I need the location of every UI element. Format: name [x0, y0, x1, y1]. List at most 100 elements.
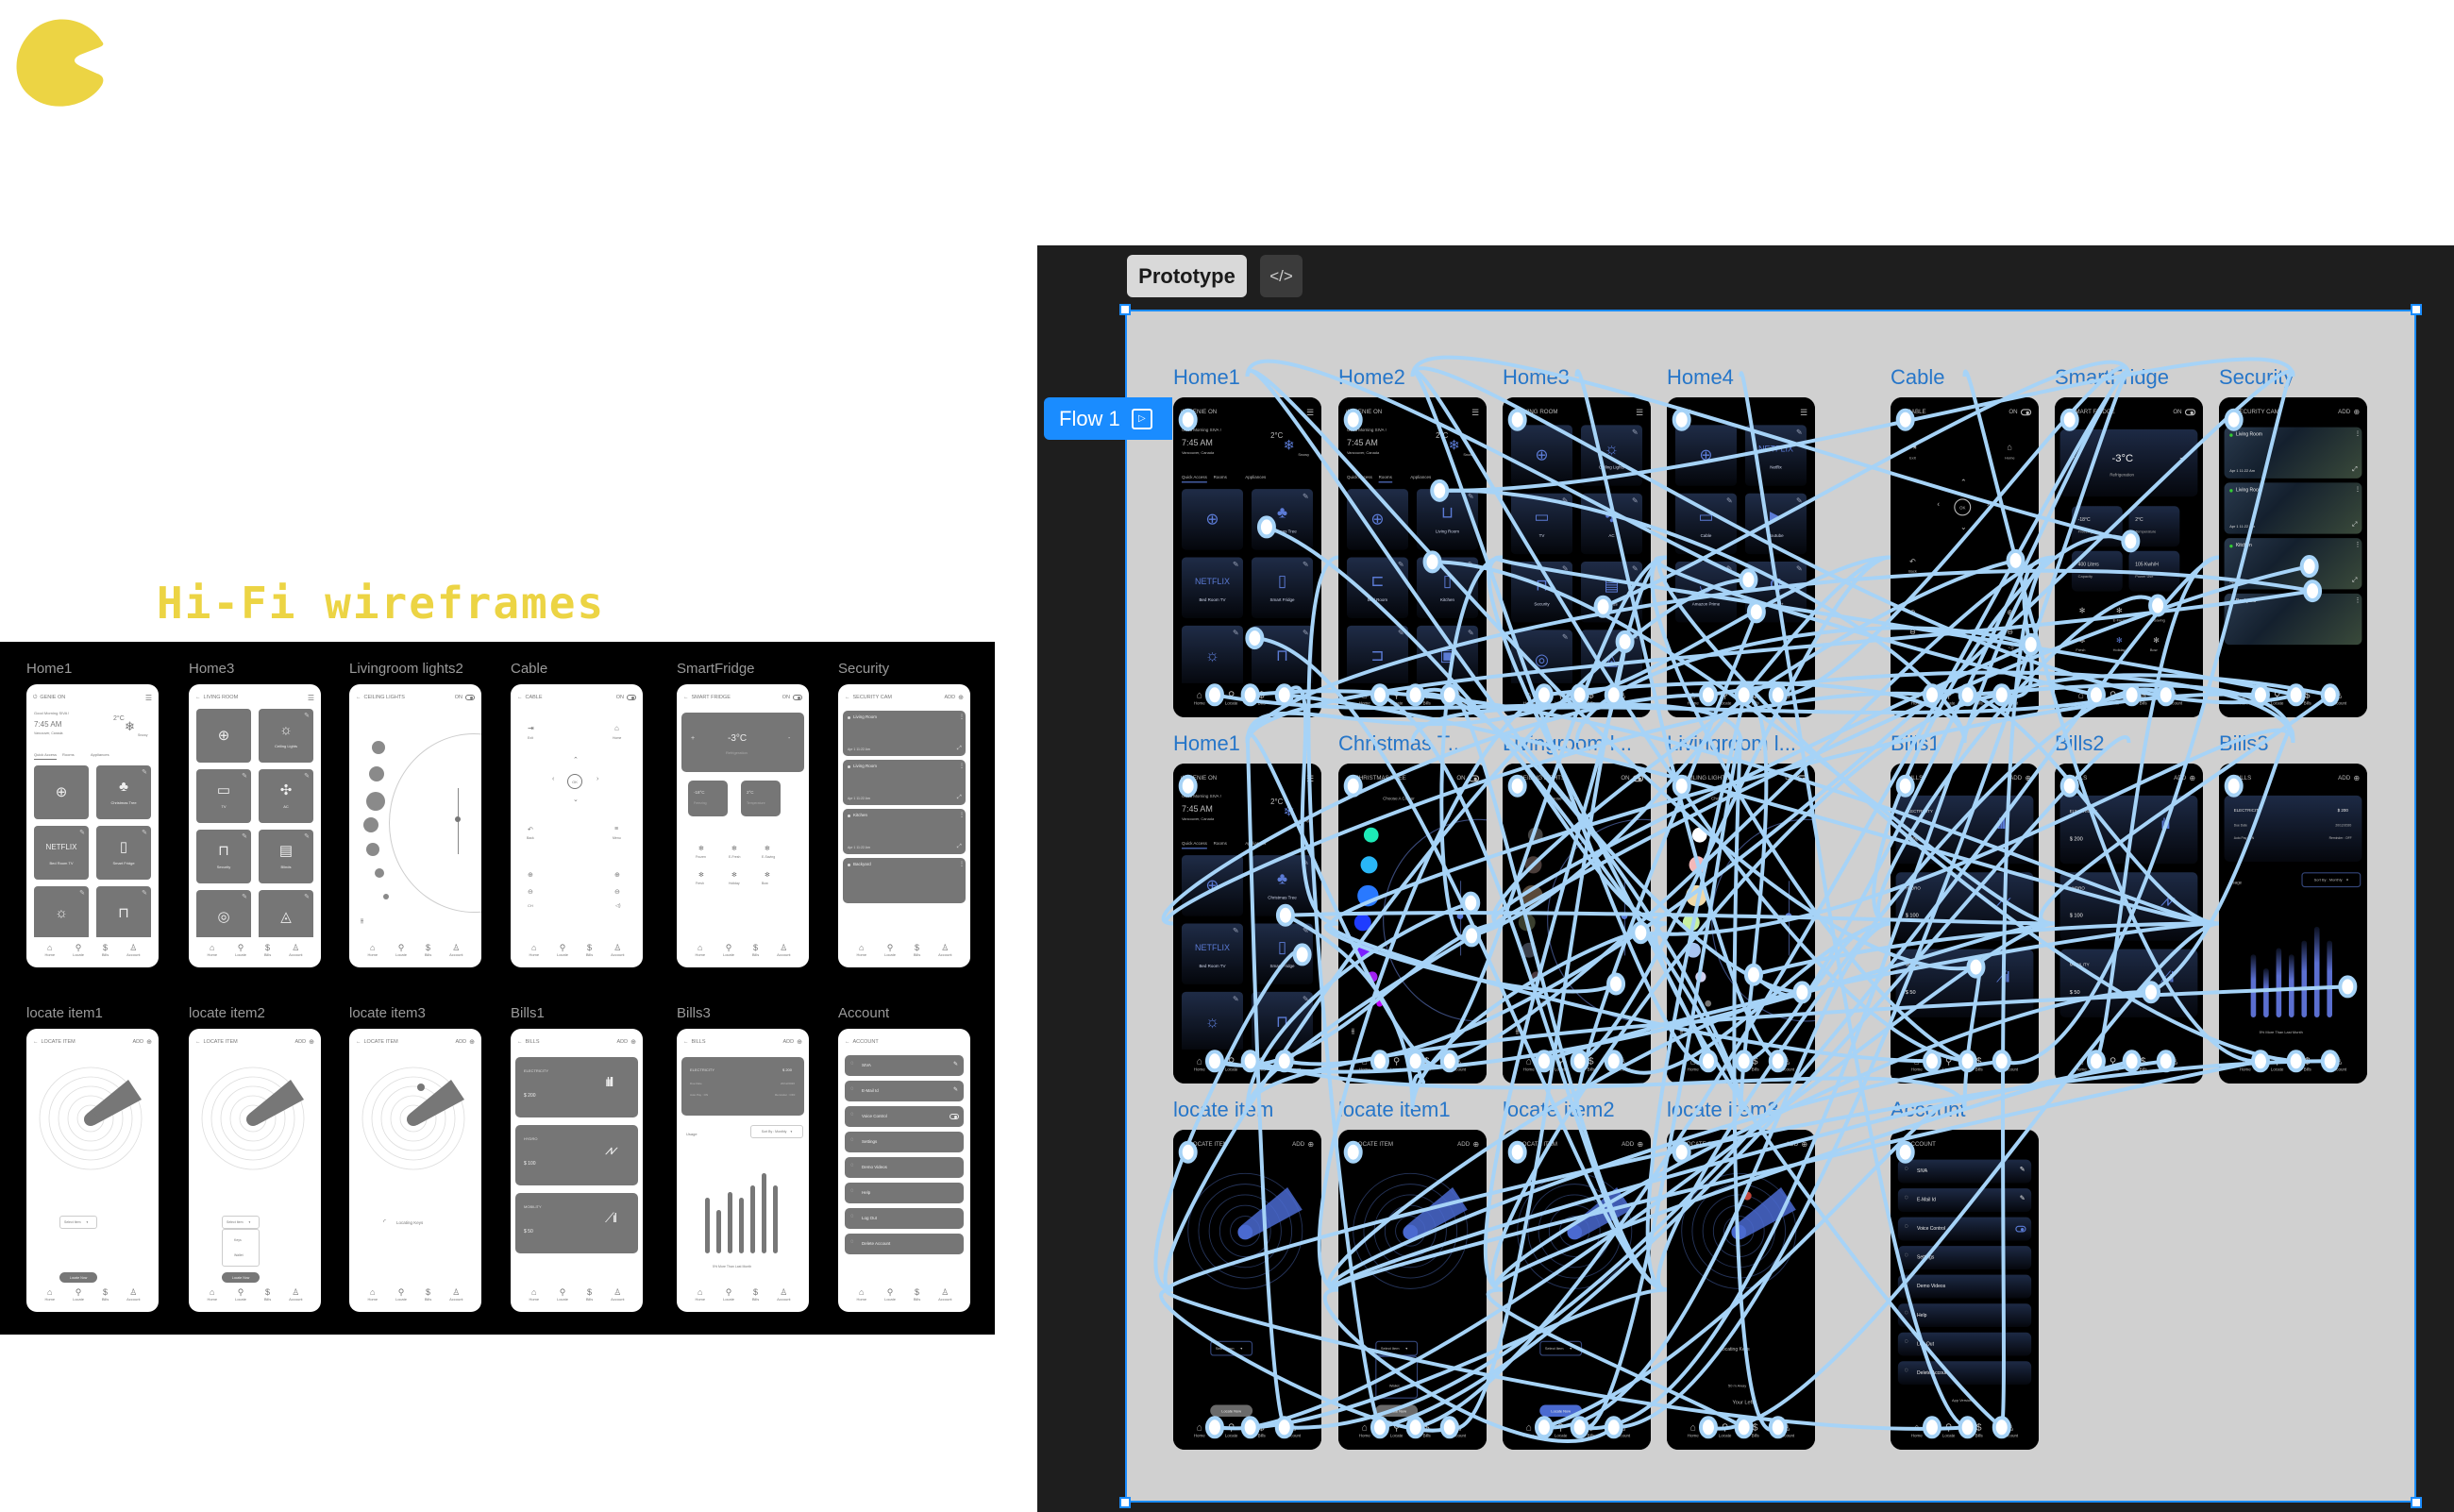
edit-icon[interactable]: ✎: [1631, 565, 1639, 574]
colour-swatch[interactable]: [1521, 942, 1537, 958]
back-arrow-icon[interactable]: ←: [1897, 775, 1905, 782]
nav-item[interactable]: ⚲Locate: [1719, 690, 1731, 712]
nav-item[interactable]: $Bills: [2140, 690, 2147, 712]
decrease-button[interactable]: -: [2179, 455, 2182, 462]
frame-label[interactable]: Livingroom l...: [1667, 731, 1796, 755]
colour-swatch[interactable]: [1695, 971, 1706, 983]
resize-handle[interactable]: [2411, 1497, 2422, 1508]
add-icon[interactable]: ⊕: [1801, 1141, 1808, 1150]
more-options-icon[interactable]: ⋮: [959, 714, 965, 720]
tile[interactable]: ✎✣AC: [259, 769, 313, 823]
edit-icon[interactable]: ✎: [1302, 928, 1309, 935]
camera-feed-card[interactable]: [843, 858, 966, 903]
account-menu-item[interactable]: [845, 1081, 964, 1101]
nav-item[interactable]: ♙Account: [289, 943, 302, 962]
add-icon[interactable]: ⊕: [630, 1039, 636, 1046]
back-arrow-icon[interactable]: ←: [517, 1039, 523, 1045]
nav-item[interactable]: $Bills: [1258, 1422, 1266, 1444]
colour-swatch[interactable]: [1357, 884, 1379, 907]
resize-handle[interactable]: [1119, 304, 1131, 315]
back-arrow-icon[interactable]: ←: [1345, 775, 1353, 782]
edit-icon[interactable]: ✎: [1795, 565, 1803, 574]
expand-icon[interactable]: ⤢: [957, 844, 962, 849]
tile[interactable]: ⊕: [1510, 425, 1573, 486]
nav-item[interactable]: ⚲Locate: [1555, 690, 1567, 712]
nav-item[interactable]: ⌂Home: [1523, 690, 1535, 712]
right-icon[interactable]: ›: [1987, 500, 1990, 509]
edit-icon[interactable]: ✎: [304, 894, 310, 900]
nav-item[interactable]: ⚲Locate: [1942, 690, 1955, 712]
nav-item[interactable]: $Bills: [586, 1287, 593, 1306]
nav-item[interactable]: $Bills: [914, 1287, 920, 1306]
nav-item[interactable]: $Bills: [425, 1287, 431, 1306]
tile[interactable]: ✎▯Kitchen: [1416, 557, 1479, 618]
prototype-screen[interactable]: ←LIVING ROOM☰⊕✎☼Ceiling Lights✎▭TV✎✣AC✎⊓…: [1503, 397, 1651, 717]
tile[interactable]: ✎☼Ceiling Lights: [259, 709, 313, 763]
tile[interactable]: ⊕: [1674, 425, 1738, 486]
fridge-mode-icon[interactable]: ✻: [2078, 637, 2086, 646]
back-arrow-icon[interactable]: ←: [2061, 409, 2069, 416]
menu-icon[interactable]: ☰: [144, 693, 152, 702]
nav-item[interactable]: $Bills: [1588, 690, 1595, 712]
colour-swatch[interactable]: [369, 766, 384, 781]
back-arrow-icon[interactable]: ←: [1509, 775, 1517, 782]
nav-item[interactable]: ⌂Home: [1194, 1422, 1205, 1444]
nav-item[interactable]: $Bills: [1258, 1056, 1266, 1078]
power-toggle[interactable]: [1632, 775, 1644, 782]
add-icon[interactable]: ⊕: [2189, 775, 2196, 783]
nav-item[interactable]: ♙Account: [449, 943, 462, 962]
nav-item[interactable]: ⌂Home: [44, 943, 55, 962]
nav-item[interactable]: ♙Account: [126, 1287, 140, 1306]
edit-icon[interactable]: ✎: [1561, 633, 1569, 642]
nav-item[interactable]: ⚲Locate: [1942, 1422, 1955, 1444]
nav-item[interactable]: ⌂Home: [1688, 1056, 1699, 1078]
frame-label[interactable]: Cable: [1891, 365, 1945, 389]
nav-item[interactable]: ⌂Home: [1194, 1056, 1205, 1078]
back-arrow-icon[interactable]: ←: [356, 695, 361, 700]
frame-label[interactable]: Home3: [189, 661, 235, 677]
frame-label[interactable]: Bills1: [511, 1005, 545, 1021]
fridge-mode-icon[interactable]: ✻: [765, 846, 770, 852]
nav-item[interactable]: ♙Account: [1779, 1056, 1794, 1078]
nav-item[interactable]: ♙Account: [2003, 1422, 2018, 1444]
adjust-icon[interactable]: ⫵: [1351, 1028, 1355, 1036]
nav-item[interactable]: ⚲Locate: [2107, 1056, 2119, 1078]
nav-item[interactable]: ⚲Locate: [1225, 1056, 1237, 1078]
back-arrow-icon[interactable]: ←: [2226, 775, 2233, 782]
nav-item[interactable]: ♙Account: [2003, 1056, 2018, 1078]
down-icon[interactable]: ⌄: [1960, 524, 1967, 532]
nav-item[interactable]: $Bills: [752, 1287, 759, 1306]
edit-icon[interactable]: ✎: [1302, 996, 1309, 1004]
volume-down-icon[interactable]: ⊖: [2007, 629, 2013, 637]
nav-item[interactable]: ⌂Home: [529, 943, 539, 962]
nav-item[interactable]: ⌂Home: [1523, 1056, 1535, 1078]
locate-now-button[interactable]: Locate Now: [1210, 1404, 1253, 1417]
temperature-card[interactable]: [681, 713, 804, 772]
edit-icon[interactable]: ✎: [1561, 565, 1569, 574]
nav-item[interactable]: ♙Account: [1451, 690, 1466, 712]
tile[interactable]: ✎◡Amazon Prime: [1674, 562, 1738, 623]
nav-item[interactable]: ⚲Locate: [1225, 1422, 1237, 1444]
more-options-icon[interactable]: ⋮: [2354, 597, 2362, 605]
back-arrow-icon[interactable]: ←: [2226, 409, 2233, 416]
frame-label[interactable]: Bills1: [1891, 731, 1941, 755]
frame-label[interactable]: Livingroom lights2: [349, 661, 463, 677]
camera-feed-card[interactable]: [843, 760, 966, 805]
edit-icon[interactable]: ✎: [242, 833, 247, 840]
frame-label[interactable]: Bills2: [2055, 731, 2105, 755]
nav-item[interactable]: $Bills: [1975, 1056, 1983, 1078]
nav-item[interactable]: $Bills: [752, 943, 759, 962]
edit-icon[interactable]: ✎: [1302, 562, 1309, 569]
tile[interactable]: ✎▤Blinds: [1580, 562, 1643, 623]
adjust-icon[interactable]: ⫵: [1515, 1028, 1520, 1036]
edit-icon[interactable]: ✎: [1467, 630, 1474, 638]
tile[interactable]: ✎◬: [1580, 630, 1643, 683]
colour-swatch[interactable]: [375, 868, 384, 878]
nav-item[interactable]: ⚲Locate: [884, 943, 896, 962]
nav-item[interactable]: ⚲Locate: [1555, 1056, 1567, 1078]
